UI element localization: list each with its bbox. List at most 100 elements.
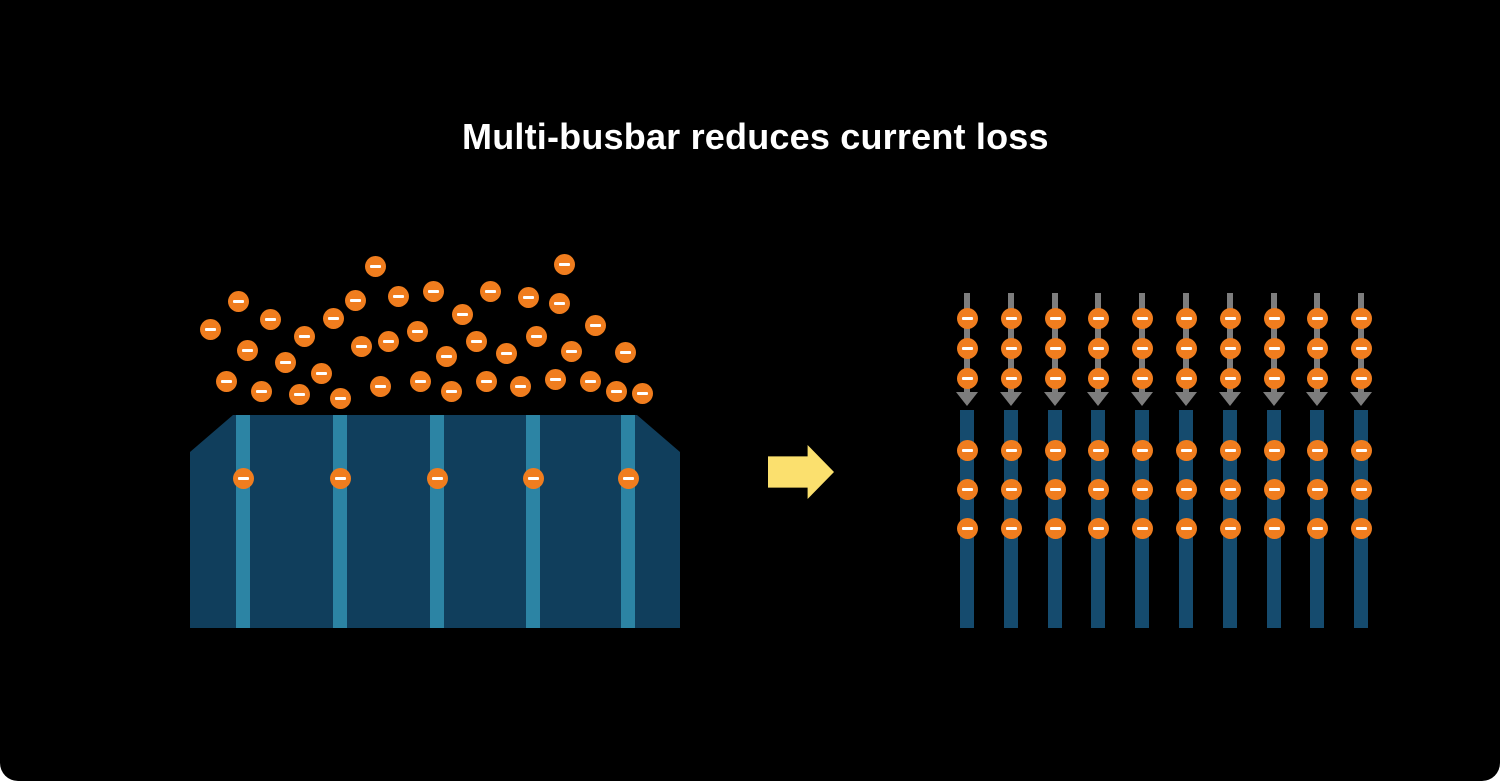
- minus-icon: [961, 316, 973, 320]
- minus-icon: [961, 487, 973, 491]
- minus-icon: [1180, 487, 1192, 491]
- minus-icon: [1092, 448, 1104, 452]
- minus-icon: [1005, 487, 1017, 491]
- electron-icon: [1175, 367, 1197, 389]
- minus-icon: [1136, 376, 1148, 380]
- minus-icon: [1180, 376, 1192, 380]
- electron-icon: [560, 340, 582, 362]
- minus-icon: [961, 448, 973, 452]
- minus-icon: [514, 384, 526, 388]
- electron-icon: [310, 362, 332, 384]
- electron-icon: [288, 383, 310, 405]
- minus-icon: [1355, 487, 1367, 491]
- electron-icon: [1306, 478, 1328, 500]
- minus-icon: [589, 323, 601, 327]
- electron-icon: [1219, 307, 1241, 329]
- electron-icon: [329, 387, 351, 409]
- minus-icon: [382, 339, 394, 343]
- minus-icon: [1311, 316, 1323, 320]
- electron-icon: [584, 314, 606, 336]
- electron-icon: [1000, 517, 1022, 539]
- minus-icon: [1268, 448, 1280, 452]
- minus-icon: [334, 396, 346, 400]
- minus-icon: [1049, 448, 1061, 452]
- current-down-arrow-head-icon: [1263, 392, 1285, 406]
- electron-icon: [199, 318, 221, 340]
- electron-icon: [330, 468, 351, 489]
- electron-icon: [236, 339, 258, 361]
- electron-icon: [451, 303, 473, 325]
- electron-icon: [406, 320, 428, 342]
- diagram-title: Multi-busbar reduces current loss: [462, 116, 1049, 157]
- electron-icon: [274, 351, 296, 373]
- minus-icon: [1268, 376, 1280, 380]
- electron-icon: [525, 325, 547, 347]
- electron-icon: [1131, 367, 1153, 389]
- electron-icon: [409, 370, 431, 392]
- electron-icon: [1131, 478, 1153, 500]
- minus-icon: [623, 477, 634, 480]
- electron-icon: [1000, 439, 1022, 461]
- minus-icon: [1355, 346, 1367, 350]
- minus-icon: [1224, 487, 1236, 491]
- minus-icon: [1224, 346, 1236, 350]
- electron-icon: [1350, 439, 1372, 461]
- electron-icon: [495, 342, 517, 364]
- electron-icon: [227, 290, 249, 312]
- electron-icon: [1087, 337, 1109, 359]
- electron-icon: [1087, 307, 1109, 329]
- electron-icon: [1131, 307, 1153, 329]
- electron-icon: [631, 382, 653, 404]
- minus-icon: [255, 389, 267, 393]
- minus-icon: [636, 391, 648, 395]
- minus-icon: [500, 351, 512, 355]
- minus-icon: [1005, 376, 1017, 380]
- electron-icon: [1219, 439, 1241, 461]
- minus-icon: [610, 389, 622, 393]
- minus-icon: [522, 295, 534, 299]
- current-down-arrow-head-icon: [1044, 392, 1066, 406]
- minus-icon: [1268, 346, 1280, 350]
- electron-icon: [548, 292, 570, 314]
- electron-icon: [1000, 478, 1022, 500]
- electron-icon: [1044, 517, 1066, 539]
- electron-icon: [1263, 367, 1285, 389]
- minus-icon: [1355, 316, 1367, 320]
- electron-icon: [364, 255, 386, 277]
- minus-icon: [1180, 526, 1192, 530]
- electron-icon: [553, 253, 575, 275]
- current-down-arrow-head-icon: [1175, 392, 1197, 406]
- minus-icon: [1136, 448, 1148, 452]
- electron-icon: [1219, 337, 1241, 359]
- electron-icon: [440, 380, 462, 402]
- electron-icon: [377, 330, 399, 352]
- electron-icon: [956, 478, 978, 500]
- current-down-arrow-head-icon: [1306, 392, 1328, 406]
- electron-icon: [422, 280, 444, 302]
- minus-icon: [1092, 487, 1104, 491]
- minus-icon: [440, 354, 452, 358]
- electron-icon: [1263, 517, 1285, 539]
- electron-icon: [1131, 337, 1153, 359]
- minus-icon: [1311, 346, 1323, 350]
- minus-icon: [1136, 346, 1148, 350]
- minus-icon: [1311, 487, 1323, 491]
- electron-icon: [1000, 307, 1022, 329]
- electron-icon: [618, 468, 639, 489]
- electron-icon: [344, 289, 366, 311]
- current-down-arrow-head-icon: [1219, 392, 1241, 406]
- minus-icon: [1005, 526, 1017, 530]
- minus-icon: [1092, 526, 1104, 530]
- minus-icon: [1005, 316, 1017, 320]
- current-down-arrow-head-icon: [1000, 392, 1022, 406]
- electron-icon: [1044, 478, 1066, 500]
- electron-icon: [523, 468, 544, 489]
- electron-icon: [614, 341, 636, 363]
- minus-icon: [619, 350, 631, 354]
- electron-icon: [1175, 478, 1197, 500]
- electron-icon: [465, 330, 487, 352]
